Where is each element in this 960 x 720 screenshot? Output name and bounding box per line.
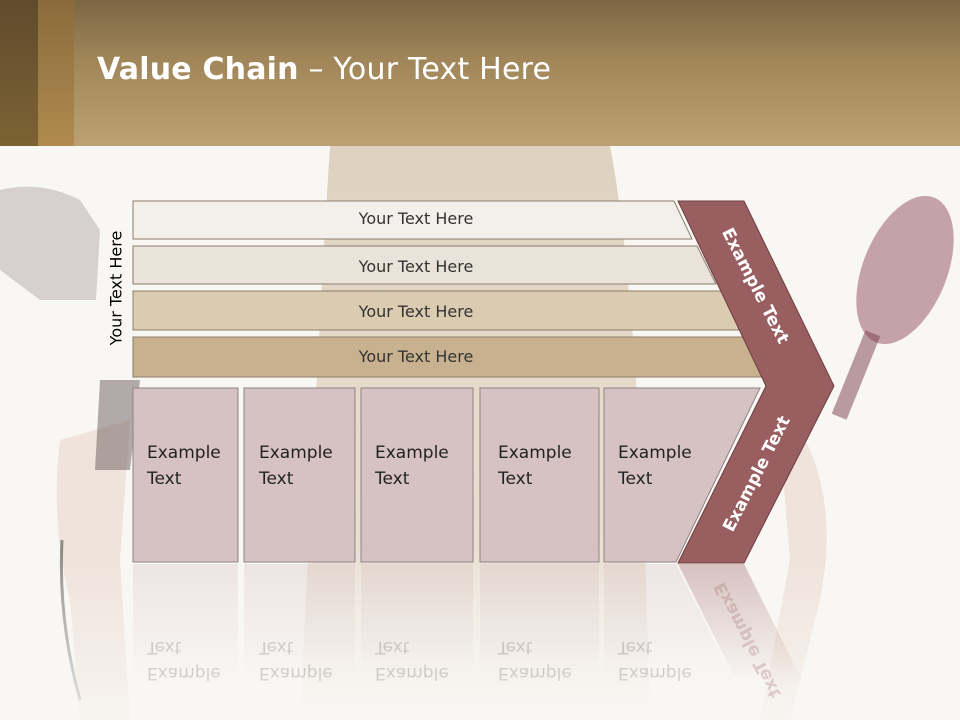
- row-2-shape: [132, 245, 717, 285]
- slide-title: Value Chain – Your Text Here: [97, 52, 551, 87]
- chevron-shape: [677, 200, 835, 564]
- box-5-shape: [603, 387, 761, 563]
- title-rest: – Your Text Here: [298, 52, 552, 87]
- header-accent-strip: [38, 0, 74, 146]
- header-band: [0, 0, 960, 146]
- box-1-shape: [132, 387, 239, 563]
- box-3-shape: [360, 387, 474, 563]
- hair-dryer-handle-shape: [95, 380, 140, 470]
- box-1-reflection: Example Text: [147, 637, 221, 683]
- row-4-label: Your Text Here: [358, 347, 474, 366]
- box-1-label: Example Text: [147, 443, 221, 489]
- title-bold: Value Chain: [97, 52, 299, 87]
- box-4-label: Example Text: [498, 443, 572, 489]
- row-1-shape: [132, 200, 693, 240]
- box-5-label: Example Text: [618, 443, 692, 489]
- box-3-reflection: Example Text: [375, 637, 449, 683]
- box-3-label: Example Text: [375, 443, 449, 489]
- box-2-label: Example Text: [259, 443, 333, 489]
- brush-head-shape: [856, 195, 954, 345]
- hair-dryer-shape: [0, 186, 100, 300]
- box-4-reflection: Example Text: [498, 637, 572, 683]
- box-4-shape: [479, 387, 600, 563]
- box-2-shape: [243, 387, 356, 563]
- row-3-label: Your Text Here: [358, 302, 474, 321]
- header-accent-strip: [0, 0, 38, 146]
- brush-handle-shape: [831, 330, 881, 420]
- box-5-reflection: Example Text: [618, 637, 692, 683]
- row-1-label: Your Text Here: [358, 209, 474, 228]
- box-2-reflection: Example Text: [259, 637, 333, 683]
- row-2-label: Your Text Here: [358, 257, 474, 276]
